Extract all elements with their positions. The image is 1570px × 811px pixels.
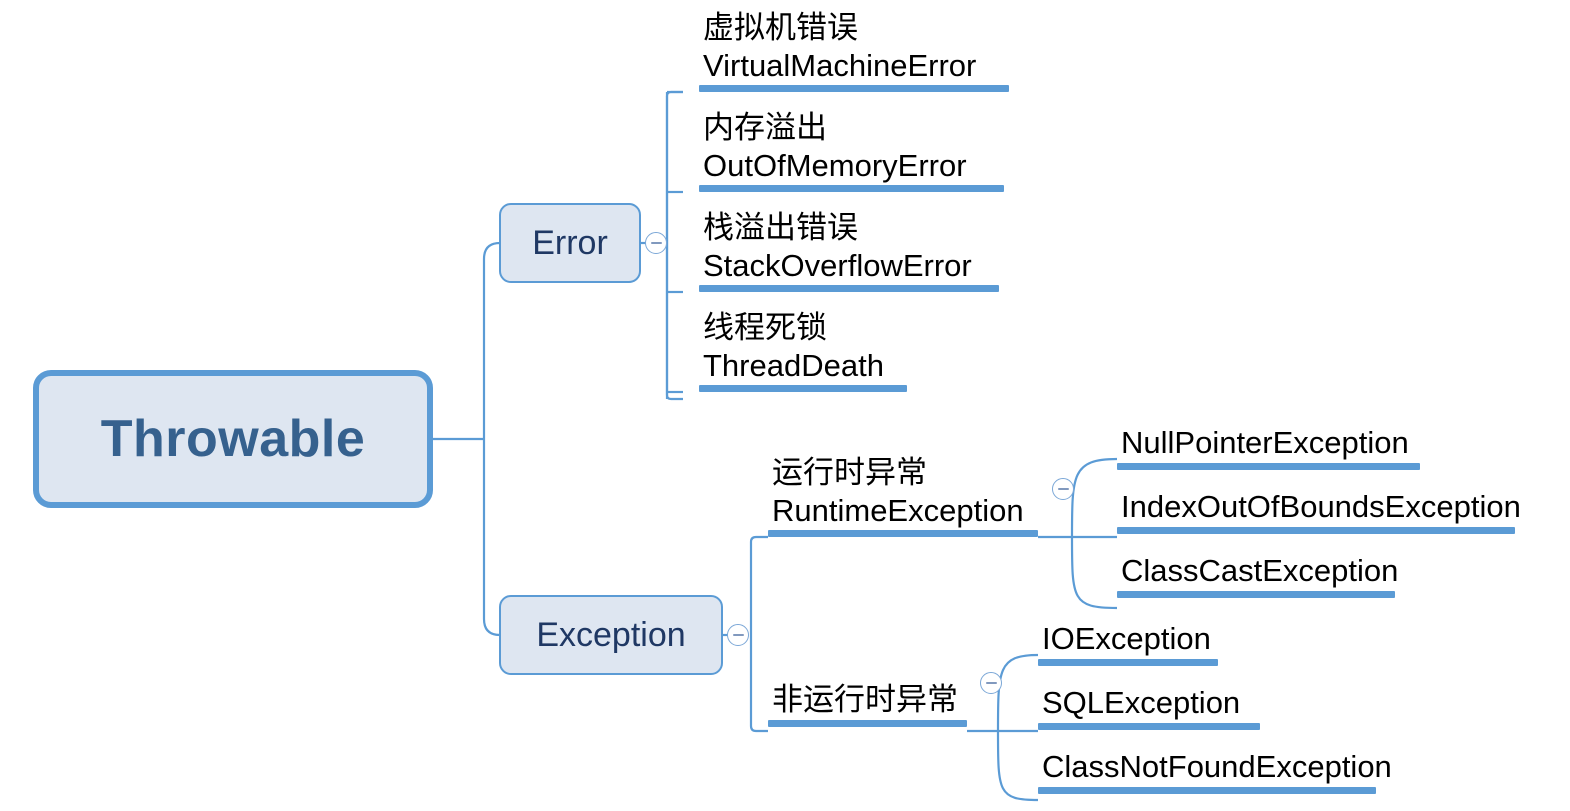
leaf-null-pointer-exception-label: NullPointerException [1121, 425, 1409, 460]
leaf-out-of-memory-error-cn: 内存溢出 [703, 110, 827, 145]
leaf-underline-bar [699, 85, 1009, 93]
root-node-throwable[interactable]: Throwable [33, 370, 433, 508]
leaf-underline-bar [1038, 658, 1218, 666]
collapse-minus-icon-non-runtime-exception[interactable] [980, 672, 1002, 694]
leaf-thread-death-cn: 线程死锁 [703, 310, 827, 345]
leaf-underline-bar [699, 185, 1004, 193]
leaf-stack-overflow-error-en: StackOverflowError [703, 247, 972, 283]
leaf-underline-bar [699, 285, 999, 293]
subbranch-underline-bar [768, 530, 1038, 538]
leaf-virtual-machine-error[interactable]: 虚拟机错误 VirtualMachineError [699, 10, 1009, 93]
subbranch-runtime-exception-en: RuntimeException [772, 492, 1024, 528]
leaf-out-of-memory-error-en: OutOfMemoryError [703, 147, 967, 183]
leaf-class-not-found-exception[interactable]: ClassNotFoundException [1038, 749, 1392, 794]
leaf-underline-bar [1117, 462, 1420, 470]
leaf-class-cast-exception-label: ClassCastException [1121, 553, 1399, 588]
leaf-class-cast-exception[interactable]: ClassCastException [1117, 553, 1399, 598]
collapse-minus-icon-exception[interactable] [727, 624, 749, 646]
leaf-sql-exception-label: SQLException [1042, 685, 1241, 720]
branch-node-error-label: Error [532, 223, 608, 262]
collapse-minus-icon-error[interactable] [645, 232, 667, 254]
leaf-stack-overflow-error-cn: 栈溢出错误 [703, 210, 858, 245]
leaf-underline-bar [699, 385, 907, 393]
branch-node-error[interactable]: Error [499, 203, 641, 283]
leaf-underline-bar [1038, 722, 1260, 730]
leaf-sql-exception[interactable]: SQLException [1038, 685, 1260, 730]
subbranch-runtime-exception[interactable]: 运行时异常 RuntimeException [768, 455, 1038, 538]
leaf-thread-death[interactable]: 线程死锁 ThreadDeath [699, 310, 907, 393]
leaf-thread-death-en: ThreadDeath [703, 347, 884, 383]
leaf-class-not-found-exception-label: ClassNotFoundException [1042, 749, 1392, 784]
branch-node-exception-label: Exception [536, 615, 686, 654]
root-node-label: Throwable [100, 410, 366, 468]
leaf-io-exception-label: IOException [1042, 621, 1211, 656]
branch-node-exception[interactable]: Exception [499, 595, 723, 675]
subbranch-runtime-exception-cn: 运行时异常 [772, 455, 927, 490]
subbranch-underline-bar [768, 719, 967, 727]
leaf-underline-bar [1117, 526, 1515, 534]
leaf-underline-bar [1117, 590, 1395, 598]
leaf-index-out-of-bounds-exception[interactable]: IndexOutOfBoundsException [1117, 489, 1521, 534]
subbranch-non-runtime-exception-cn: 非运行时异常 [772, 682, 958, 717]
leaf-virtual-machine-error-cn: 虚拟机错误 [703, 10, 858, 45]
leaf-index-out-of-bounds-exception-label: IndexOutOfBoundsException [1121, 489, 1521, 524]
collapse-minus-icon-runtime-exception[interactable] [1052, 478, 1074, 500]
subbranch-non-runtime-exception[interactable]: 非运行时异常 [768, 682, 967, 727]
leaf-virtual-machine-error-en: VirtualMachineError [703, 47, 977, 83]
leaf-stack-overflow-error[interactable]: 栈溢出错误 StackOverflowError [699, 210, 999, 293]
leaf-io-exception[interactable]: IOException [1038, 621, 1218, 666]
leaf-out-of-memory-error[interactable]: 内存溢出 OutOfMemoryError [699, 110, 1004, 193]
leaf-underline-bar [1038, 786, 1376, 794]
leaf-null-pointer-exception[interactable]: NullPointerException [1117, 425, 1420, 470]
